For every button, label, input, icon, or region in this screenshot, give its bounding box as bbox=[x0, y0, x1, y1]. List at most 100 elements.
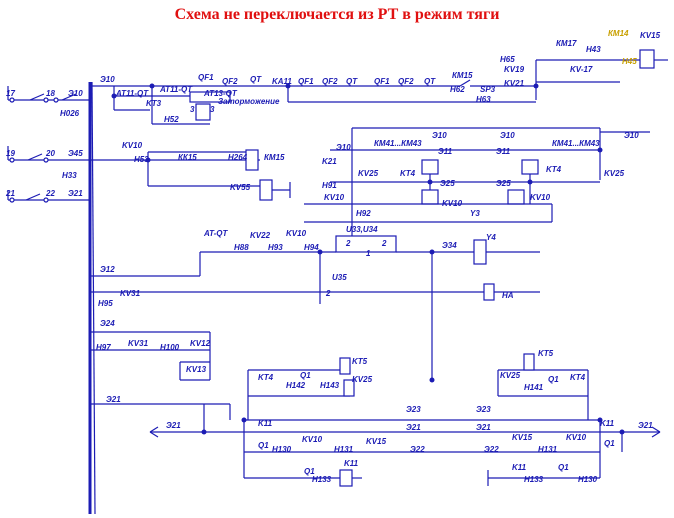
label-h133b: H133 bbox=[524, 475, 544, 484]
label-18: 18 bbox=[46, 89, 55, 98]
label-q1-d: Q1 bbox=[604, 439, 615, 448]
label-k11-a: K11 bbox=[258, 419, 273, 428]
label-qf2: QF2 bbox=[222, 77, 238, 86]
label-e10-r1: Э10 bbox=[432, 131, 447, 140]
label-kt4-a: KT4 bbox=[400, 169, 416, 178]
label-h52: H52 bbox=[164, 115, 179, 124]
label-h131: H131 bbox=[334, 445, 354, 454]
label-kv25-d: KV25 bbox=[500, 371, 521, 380]
label-kv17: KV-17 bbox=[570, 65, 593, 74]
label-e11-b: Э11 bbox=[496, 147, 511, 156]
label-h130: H130 bbox=[272, 445, 292, 454]
label-h264: H264 bbox=[228, 153, 248, 162]
row-at-qt bbox=[90, 235, 540, 380]
label-e22-a: Э22 bbox=[410, 445, 425, 454]
label-kv15-top: KV15 bbox=[640, 31, 661, 40]
label-17: 17 bbox=[6, 89, 15, 98]
label-e45: Э45 bbox=[68, 149, 83, 158]
label-qf2b: QF2 bbox=[322, 77, 338, 86]
label-kv31b: KV31 bbox=[128, 339, 149, 348]
label-1a: 1 bbox=[366, 249, 371, 258]
row-e45 bbox=[90, 149, 291, 201]
label-2b: 2 bbox=[381, 239, 387, 248]
label-h91: H91 bbox=[322, 181, 337, 190]
label-e23-a: Э23 bbox=[406, 405, 421, 414]
label-22: 22 bbox=[45, 189, 55, 198]
label-h88: H88 bbox=[234, 243, 249, 252]
label-kv10e: KV10 bbox=[286, 229, 307, 238]
label-kv15-a: KV15 bbox=[366, 437, 387, 446]
label-kv10: KV10 bbox=[122, 141, 143, 150]
label-km41-43: КМ41...КМ43 bbox=[374, 139, 422, 148]
label-k11-c: K11 bbox=[344, 459, 359, 468]
label-h65: H65 bbox=[500, 55, 515, 64]
label-qf1: QF1 bbox=[198, 73, 214, 82]
block-km41 bbox=[304, 127, 650, 236]
label-h94: H94 bbox=[304, 243, 319, 252]
label-qtb: QT bbox=[346, 77, 358, 86]
label-k11-b: K11 bbox=[600, 419, 615, 428]
label-e10-a: Э10 bbox=[68, 89, 83, 98]
label-h131b: H131 bbox=[538, 445, 558, 454]
row-e10 bbox=[90, 49, 668, 125]
label-e10-r3: Э10 bbox=[624, 131, 639, 140]
label-h93: H93 bbox=[268, 243, 283, 252]
label-h141: H141 bbox=[524, 383, 544, 392]
label-2c: 2 bbox=[325, 289, 331, 298]
label-qt: QT bbox=[250, 75, 262, 84]
label-h62: H62 bbox=[450, 85, 465, 94]
label-k11-d: K11 bbox=[512, 463, 527, 472]
label-e10-bus: Э10 bbox=[100, 75, 115, 84]
diagram-title: Схема не переключается из РТ в режим тяг… bbox=[174, 6, 500, 23]
label-kv25-c: KV25 bbox=[352, 375, 373, 384]
bus-secondary bbox=[91, 81, 96, 515]
label-kv15-b: KV15 bbox=[512, 433, 533, 442]
label-ha: HA bbox=[502, 291, 514, 300]
label-sp3: SP3 bbox=[480, 85, 496, 94]
block-kt5 bbox=[247, 353, 589, 420]
junction-dots bbox=[111, 83, 625, 435]
label-at-qt: AT-QT bbox=[203, 229, 229, 238]
label-kv21: KV21 bbox=[504, 79, 525, 88]
label-ka11: KA11 bbox=[272, 77, 292, 86]
label-at13-qt: AT13-QT bbox=[203, 89, 238, 98]
label-kt4-b: KT4 bbox=[546, 165, 562, 174]
label-kv10d: KV10 bbox=[530, 193, 551, 202]
label-h100: H100 bbox=[160, 343, 180, 352]
label-kv19: KV19 bbox=[504, 65, 525, 74]
label-kt4-c: KT4 bbox=[258, 373, 274, 382]
label-20: 20 bbox=[45, 149, 55, 158]
row-kv31 bbox=[90, 331, 211, 381]
label-h133: H133 bbox=[312, 475, 332, 484]
label-h33: Н33 bbox=[62, 171, 77, 180]
label-kt5-a: KT5 bbox=[352, 357, 368, 366]
label-qtc: QT bbox=[424, 77, 436, 86]
label-e21-mid2: Э21 bbox=[406, 423, 421, 432]
label-y4: Y4 bbox=[486, 233, 496, 242]
label-kt5-b: KT5 bbox=[538, 349, 554, 358]
label-21: 21 bbox=[5, 189, 15, 198]
label-qf1c: QF1 bbox=[374, 77, 390, 86]
label-km41-43b: КМ41...КМ43 bbox=[552, 139, 600, 148]
label-h43: H43 bbox=[586, 45, 601, 54]
label-kk15: КК15 bbox=[178, 153, 197, 162]
label-h97: H97 bbox=[96, 343, 111, 352]
label-km17: КМ17 bbox=[556, 39, 577, 48]
label-h143: H143 bbox=[320, 381, 340, 390]
label-kt4-d: KT4 bbox=[570, 373, 586, 382]
label-zatormozhenie: Заторможение bbox=[218, 97, 280, 106]
component-labels: 17 18 Э10 Н026 19 20 Э45 Н33 21 22 Э21 Э… bbox=[5, 29, 661, 484]
label-e34: Э34 bbox=[442, 241, 457, 250]
label-qf1b: QF1 bbox=[298, 77, 314, 86]
label-kt3: KT3 bbox=[146, 99, 162, 108]
label-e12: Э12 bbox=[100, 265, 115, 274]
label-u35: U35 bbox=[332, 273, 347, 282]
label-e10-mid: Э10 bbox=[336, 143, 351, 152]
label-kv10c: KV10 bbox=[442, 199, 463, 208]
label-3a: 3 bbox=[190, 105, 195, 114]
label-y3: Y3 bbox=[470, 209, 480, 218]
label-h53: H53 bbox=[134, 155, 149, 164]
label-kv25-a: KV25 bbox=[358, 169, 379, 178]
label-h142: H142 bbox=[286, 381, 306, 390]
